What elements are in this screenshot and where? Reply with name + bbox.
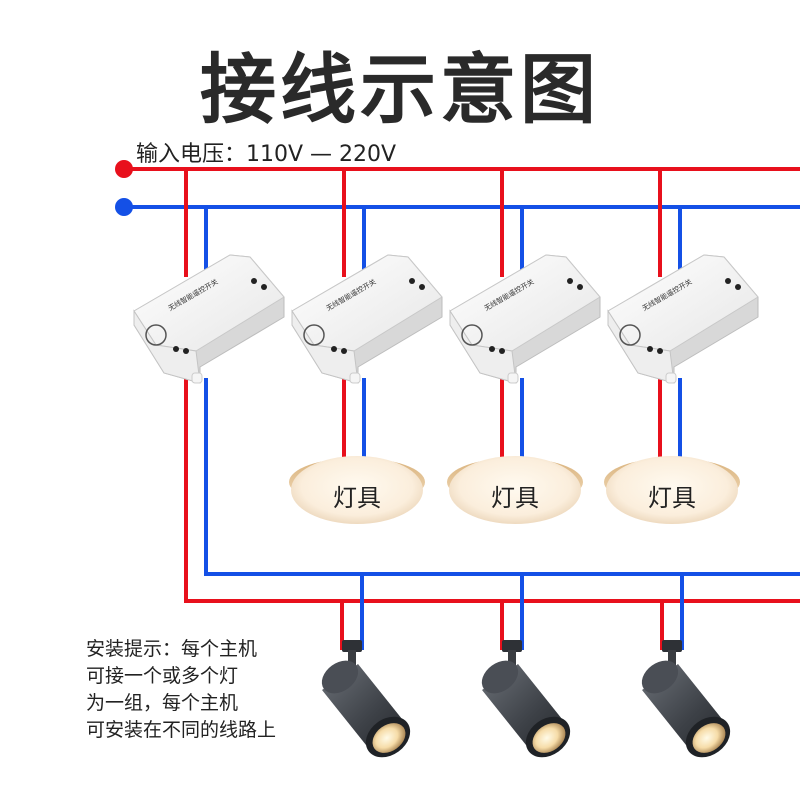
input-voltage-label: 输入电压：110V — 220V	[136, 142, 397, 167]
neutral-terminal-dot	[115, 198, 133, 216]
module-screw	[409, 278, 415, 284]
spotlight-mount	[662, 640, 682, 652]
module-screw	[251, 278, 257, 284]
install-tip-line: 可安装在不同的线路上	[86, 719, 277, 741]
module-front-face	[133, 309, 201, 384]
spotlight-lens	[372, 723, 406, 753]
module-screw	[577, 284, 583, 290]
spotlight-lens	[692, 723, 726, 753]
spotlight	[481, 640, 571, 758]
lamp-face	[606, 456, 738, 524]
spotlight-back	[481, 660, 519, 694]
module-screw	[183, 348, 189, 354]
spotlight-lens	[532, 723, 566, 753]
switch-module: 无线智能遥控开关	[607, 254, 759, 384]
switch-module: 无线智能遥控开关	[449, 254, 601, 384]
module-top-face	[133, 254, 285, 352]
install-tip: 安装提示：每个主机 可接一个或多个灯 为一组，每个主机 可安装在不同的线路上	[86, 636, 276, 744]
install-tip-line: 为一组，每个主机	[86, 692, 239, 714]
module-screw	[567, 278, 573, 284]
module-port	[191, 372, 203, 384]
module-button	[145, 324, 167, 346]
lamp-label: 灯具	[333, 484, 381, 512]
lamp-label: 灯具	[491, 484, 539, 512]
module-screw	[419, 284, 425, 290]
diagram-title: 接线示意图	[200, 45, 600, 134]
switch-modules: 无线智能遥控开关无线智能遥控开关无线智能遥控开关无线智能遥控开关	[133, 254, 759, 384]
switch-module: 无线智能遥控开关	[291, 254, 443, 384]
module-port	[507, 372, 519, 384]
spotlight-mount	[502, 640, 522, 652]
module-screw	[331, 346, 337, 352]
lamp-face	[449, 456, 581, 524]
ceiling-lamp: 灯具	[604, 456, 740, 524]
module-top-face	[291, 254, 443, 352]
spotlight	[321, 640, 411, 758]
spotlight	[641, 640, 731, 758]
module-screw	[261, 284, 267, 290]
module-front-face	[607, 309, 675, 384]
spotlight-mount	[342, 640, 362, 652]
module-screw	[173, 346, 179, 352]
module-port	[665, 372, 677, 384]
module-screw	[647, 346, 653, 352]
module-button	[619, 324, 641, 346]
install-tip-line: 可接一个或多个灯	[86, 665, 239, 687]
ceiling-lamp: 灯具	[447, 456, 583, 524]
module-screw	[341, 348, 347, 354]
install-tip-line: 安装提示：每个主机	[86, 638, 258, 660]
ceiling-lamps: 灯具 灯具 灯具	[289, 456, 740, 524]
module-top-face	[449, 254, 601, 352]
spotlight-back	[321, 660, 359, 694]
live-terminal-dot	[115, 160, 133, 178]
module-port	[349, 372, 361, 384]
spotlight-back	[641, 660, 679, 694]
module-front-face	[449, 309, 517, 384]
input-terminals	[115, 160, 133, 216]
module-screw	[725, 278, 731, 284]
module-front-face	[291, 309, 359, 384]
module-screw	[735, 284, 741, 290]
lamp-face	[291, 456, 423, 524]
module-button	[303, 324, 325, 346]
lamp-label: 灯具	[648, 484, 696, 512]
spotlights	[321, 640, 731, 758]
module-screw	[489, 346, 495, 352]
module-top-face	[607, 254, 759, 352]
switch-module: 无线智能遥控开关	[133, 254, 285, 384]
module-screw	[499, 348, 505, 354]
ceiling-lamp: 灯具	[289, 456, 425, 524]
module-screw	[657, 348, 663, 354]
module-button	[461, 324, 483, 346]
wires	[122, 167, 800, 650]
